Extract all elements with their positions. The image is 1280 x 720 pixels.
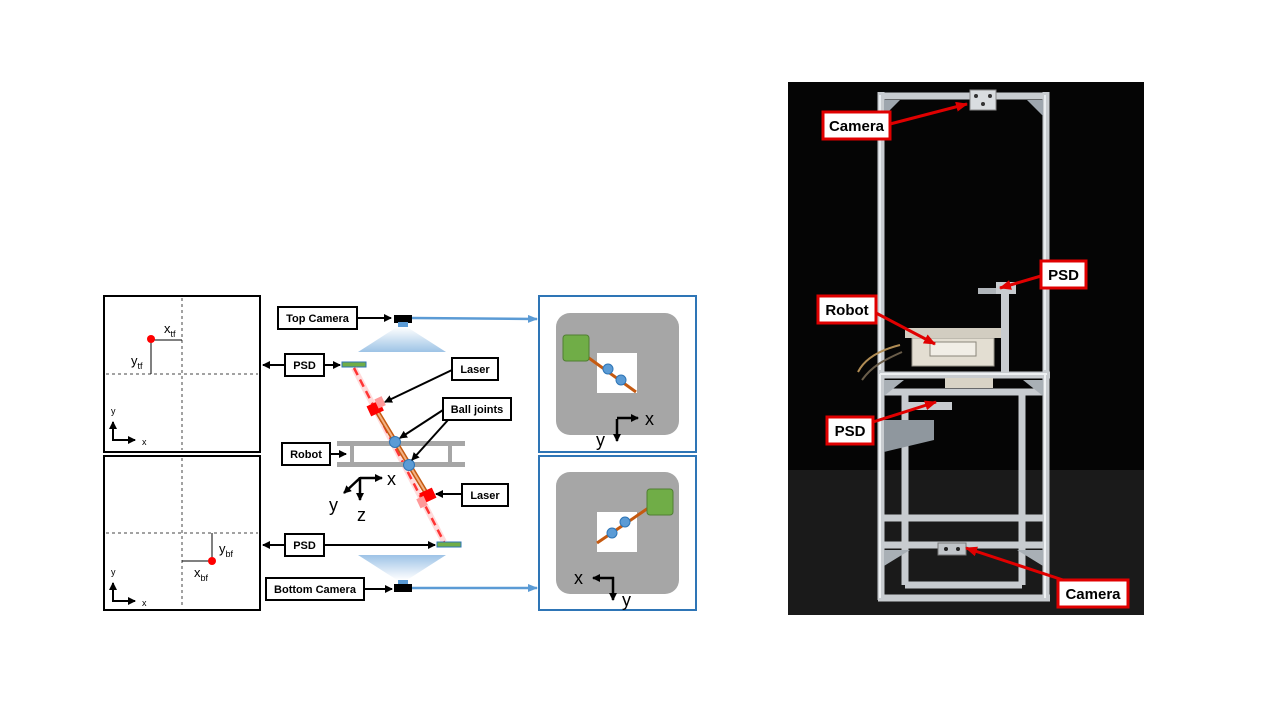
psd-spot-top xyxy=(147,335,155,343)
robot-axes: x y z xyxy=(329,469,396,525)
svg-text:y: y xyxy=(111,406,116,416)
xtf-label: xtf xyxy=(164,321,176,339)
top-camera-cone xyxy=(358,327,446,352)
xbf-label: xbf xyxy=(194,565,209,583)
photo-label-psd-right: PSD xyxy=(1039,259,1088,290)
robot-frame xyxy=(337,441,465,467)
bottom-camera-icon xyxy=(394,580,412,592)
setup-photo xyxy=(788,82,1144,615)
photo-label-robot: Robot xyxy=(816,294,878,325)
svg-text:PSD: PSD xyxy=(293,360,316,372)
top-camera-view: x y xyxy=(538,295,697,453)
label-laser-bottom: Laser xyxy=(461,483,509,507)
laser-beam xyxy=(352,367,446,543)
psd-spot-bottom xyxy=(208,557,216,565)
svg-text:Top Camera: Top Camera xyxy=(286,313,350,325)
photo-label-psd-left: PSD xyxy=(825,415,875,446)
top-camera-view-arrow xyxy=(411,314,538,323)
top-psd-sensor xyxy=(341,361,367,368)
label-psd-bottom: PSD xyxy=(284,533,325,557)
svg-text:z: z xyxy=(357,505,366,525)
ytf-label: ytf xyxy=(131,353,143,371)
svg-text:Bottom Camera: Bottom Camera xyxy=(274,584,357,596)
svg-text:Robot: Robot xyxy=(825,302,868,319)
label-ball-joints: Ball joints xyxy=(442,397,512,421)
label-bottom-camera: Bottom Camera xyxy=(265,577,365,601)
bottom-camera-cone xyxy=(358,555,446,580)
label-psd-top: PSD xyxy=(284,353,325,377)
svg-text:Laser: Laser xyxy=(460,364,490,376)
top-view-green-block xyxy=(562,334,590,362)
bottom-view-green-block xyxy=(646,488,674,516)
svg-text:x: x xyxy=(645,409,654,429)
bottom-camera-view: x y xyxy=(538,455,697,611)
label-robot: Robot xyxy=(281,442,331,466)
svg-text:Robot: Robot xyxy=(290,449,322,461)
svg-text:x: x xyxy=(142,437,147,447)
svg-text:x: x xyxy=(142,598,147,608)
psd-top-axes: y x xyxy=(109,406,147,447)
photo-label-camera-top: Camera xyxy=(821,110,892,141)
svg-text:y: y xyxy=(596,430,605,450)
svg-text:Camera: Camera xyxy=(1065,586,1121,603)
photo-label-camera-bottom: Camera xyxy=(1056,578,1130,609)
svg-text:y: y xyxy=(329,495,338,515)
svg-text:x: x xyxy=(574,568,583,588)
svg-text:PSD: PSD xyxy=(293,540,316,552)
svg-text:Ball joints: Ball joints xyxy=(451,404,504,416)
svg-text:Camera: Camera xyxy=(829,118,885,135)
ball-joint-1 xyxy=(389,436,401,448)
ybf-label: ybf xyxy=(219,541,234,559)
bottom-view-axes: x y xyxy=(574,568,631,610)
psd-view-top: xtf ytf y x xyxy=(103,295,261,453)
psd-bottom-axes: y x xyxy=(109,567,147,608)
laser-bottom xyxy=(416,487,437,509)
bottom-psd-sensor xyxy=(436,541,462,548)
top-view-axes: x y xyxy=(596,409,654,450)
psd-view-bottom: ybf xbf y x xyxy=(103,455,261,611)
svg-text:Laser: Laser xyxy=(470,490,500,502)
svg-text:y: y xyxy=(111,567,116,577)
svg-text:y: y xyxy=(622,590,631,610)
label-top-camera: Top Camera xyxy=(277,306,358,330)
top-camera-icon xyxy=(394,315,412,327)
svg-text:PSD: PSD xyxy=(1048,267,1079,284)
ball-joint-2 xyxy=(403,459,415,471)
svg-text:x: x xyxy=(387,469,396,489)
label-laser-top: Laser xyxy=(451,357,499,381)
laser-top xyxy=(366,396,386,417)
svg-text:PSD: PSD xyxy=(835,423,866,440)
